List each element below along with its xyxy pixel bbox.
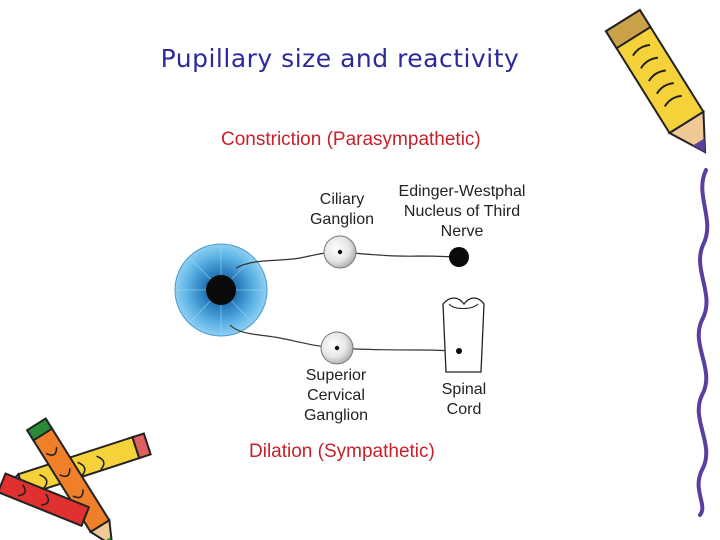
spinal-cord (442, 297, 485, 373)
ciliary-ganglion-label: Ciliary Ganglion (309, 191, 375, 228)
edinger-westphal-label: Edinger-Westphal Nucleus of Third Nerve (398, 183, 526, 240)
constriction-heading: Constriction (Parasympathetic) (221, 129, 481, 150)
slide-title: Pupillary size and reactivity (160, 44, 520, 73)
dilation-heading: Dilation (Sympathetic) (249, 441, 435, 462)
superior-cervical-label: Superior Cervical Ganglion (303, 367, 369, 424)
edinger-westphal-nucleus (449, 247, 469, 267)
pencils-icon (0, 417, 152, 540)
eye (174, 243, 268, 337)
pupil (206, 275, 236, 305)
spinal-cord-label: Spinal Cord (441, 381, 487, 418)
pencil-icon (604, 8, 707, 154)
wavy-line (696, 168, 710, 517)
